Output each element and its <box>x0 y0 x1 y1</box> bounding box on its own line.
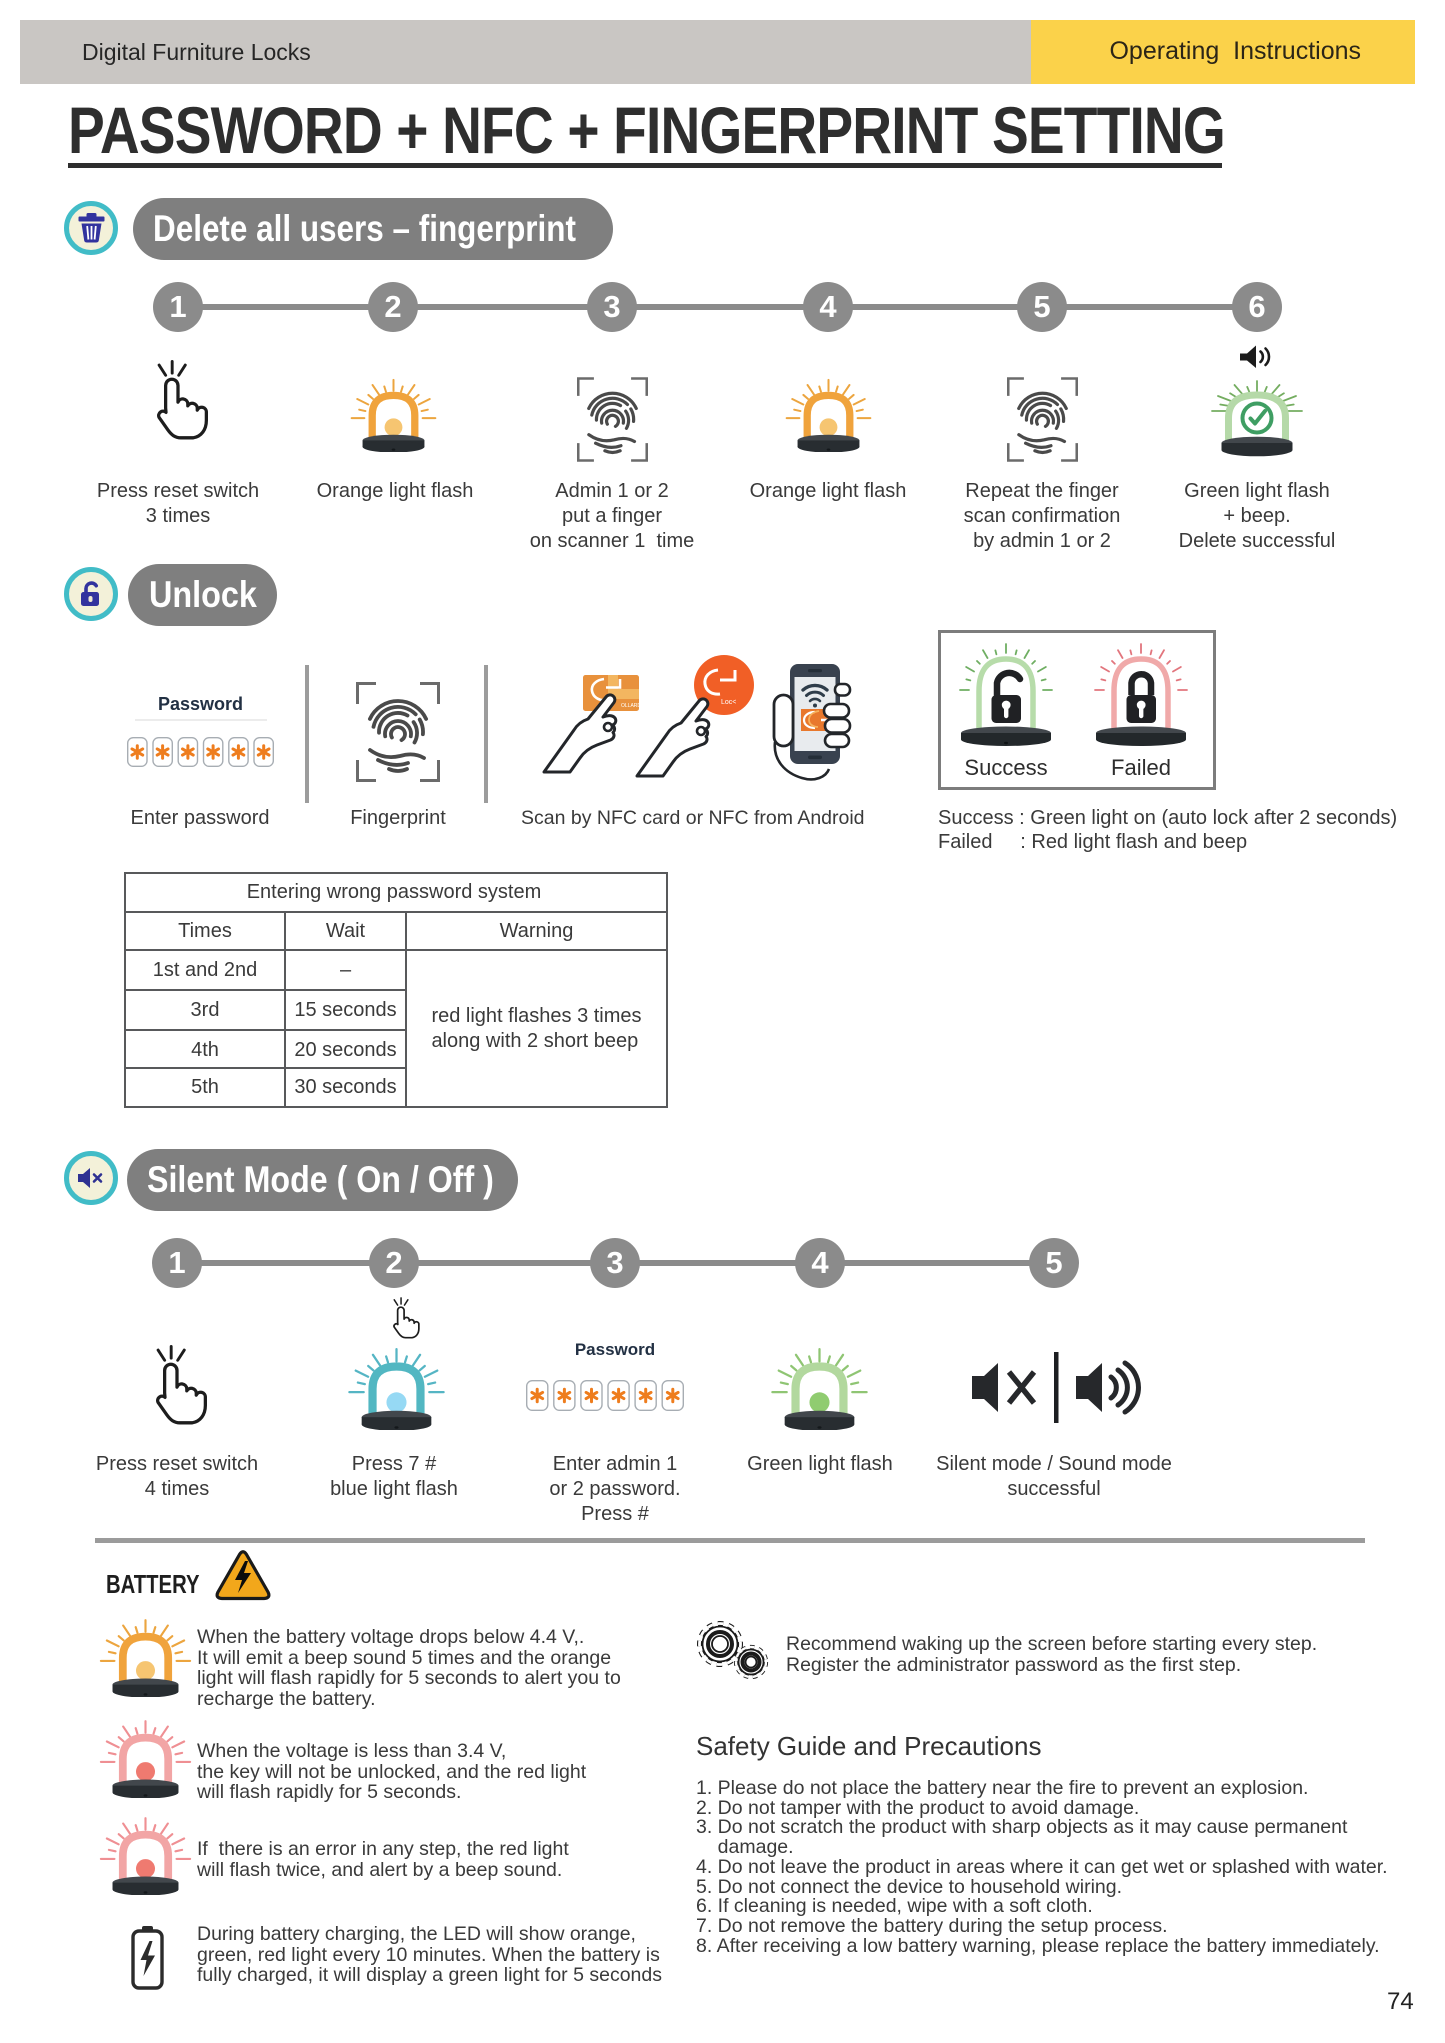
svg-text:Loc<: Loc< <box>721 699 736 706</box>
svg-text:OLLARDY: OLLARDY <box>621 703 645 709</box>
